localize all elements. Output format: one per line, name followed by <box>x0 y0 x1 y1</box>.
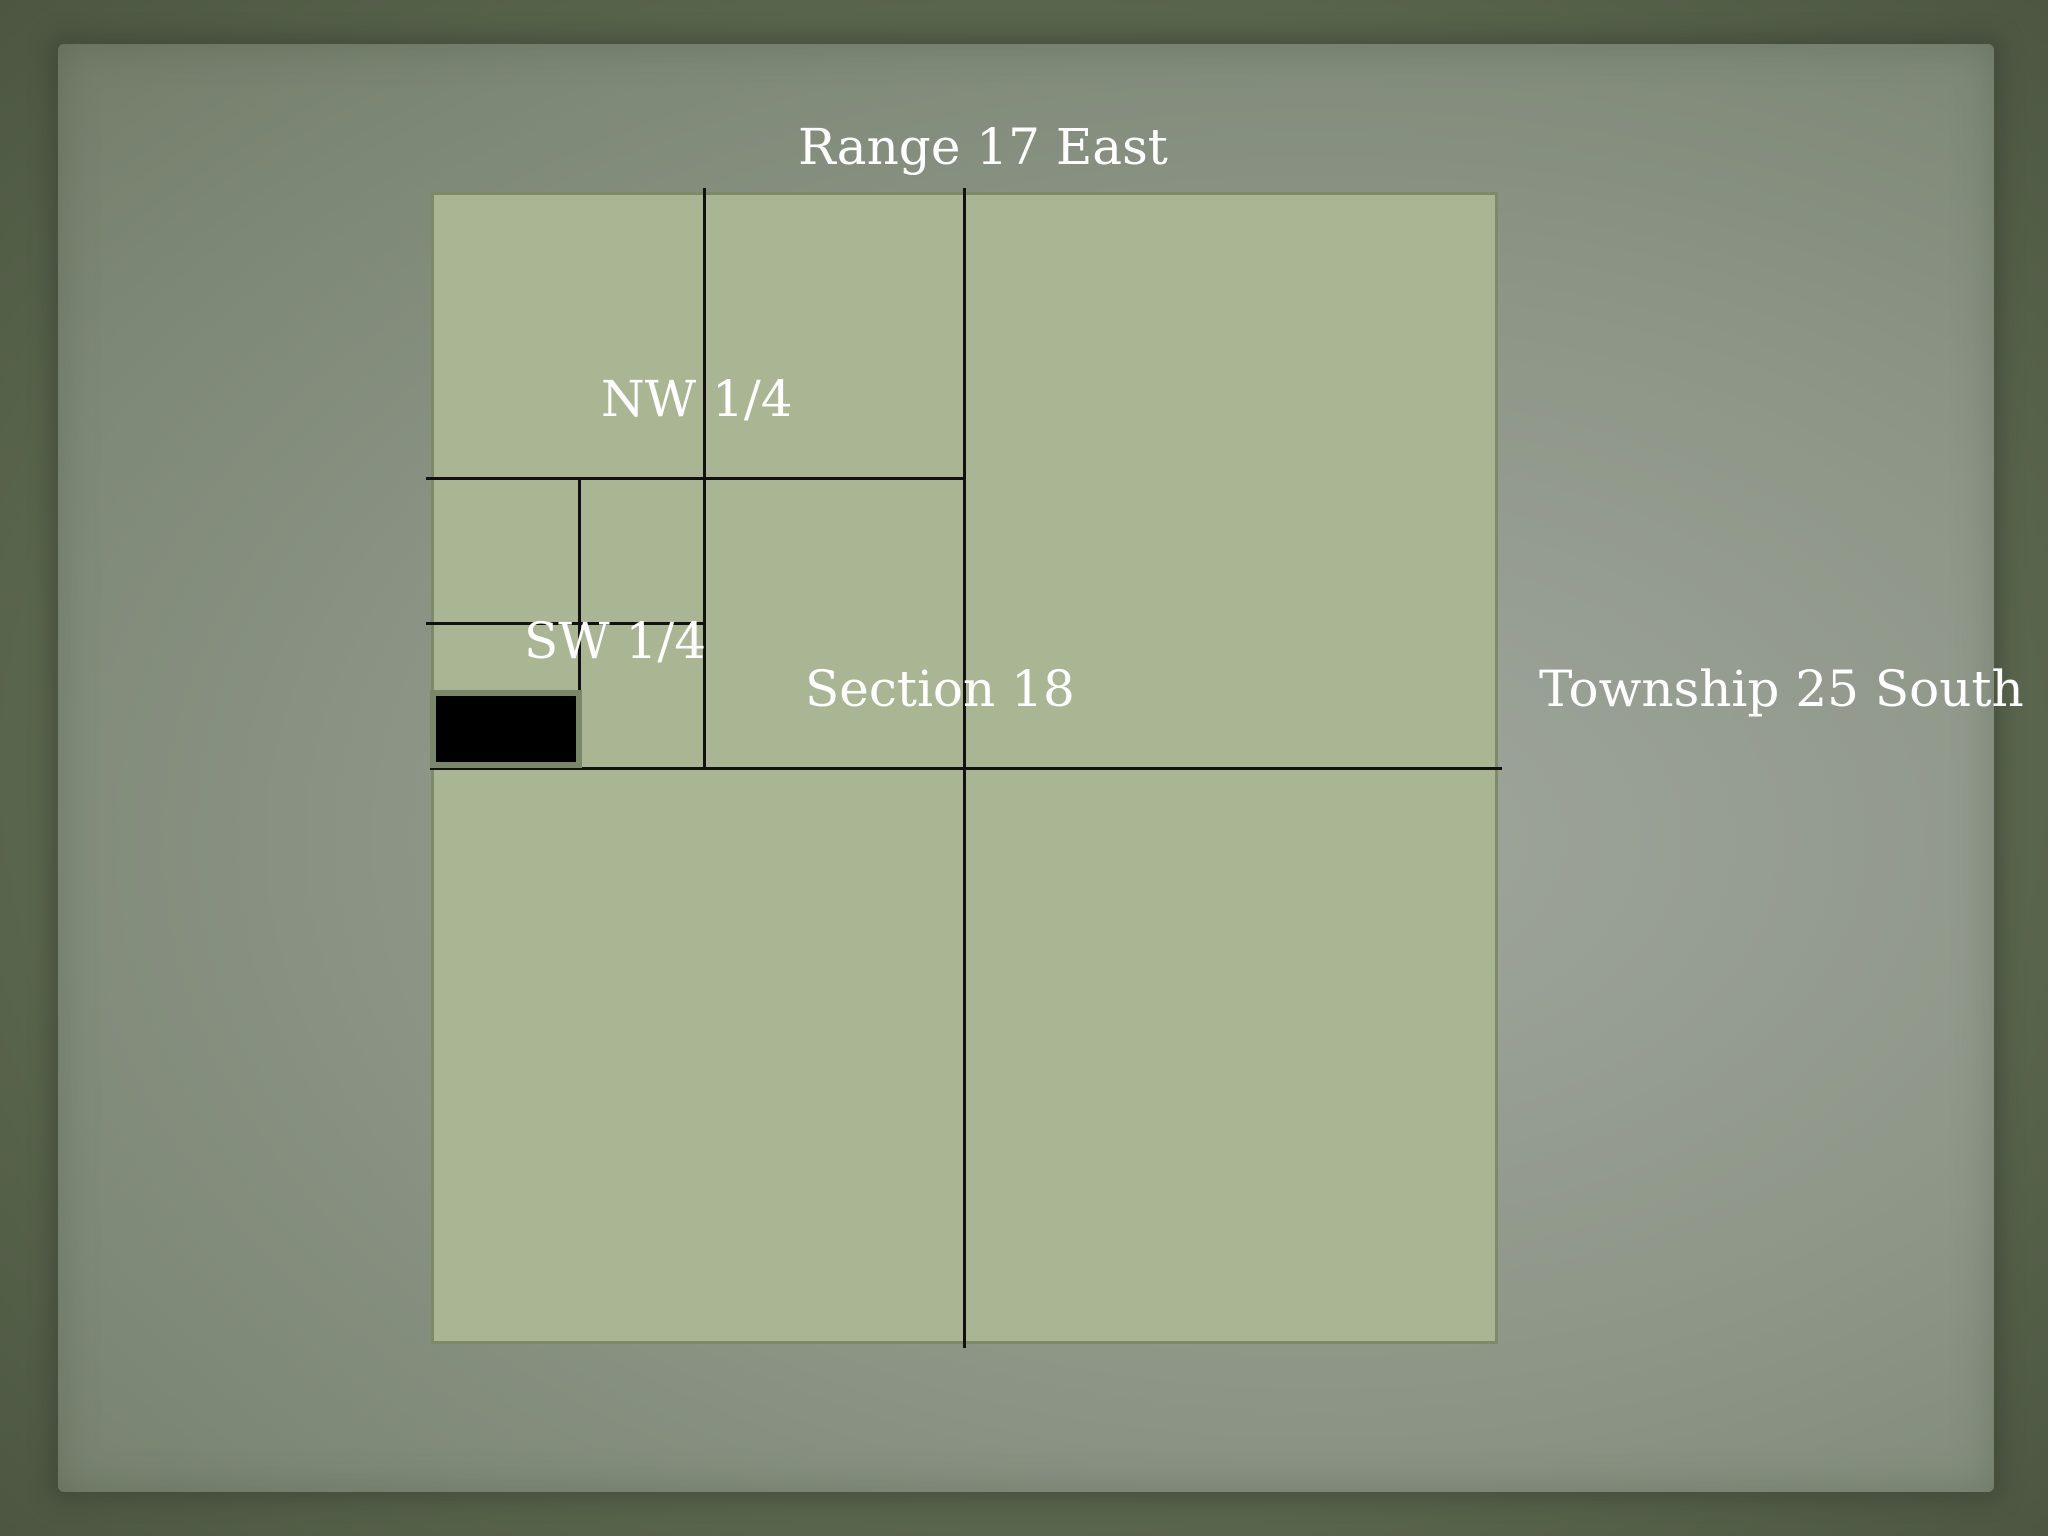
range-label: Range 17 East <box>798 118 1168 176</box>
section-square <box>431 192 1498 1344</box>
section-label: Section 18 <box>805 660 1075 718</box>
sw-quarter-label: SW 1/4 <box>524 612 707 670</box>
highlighted-parcel <box>430 690 582 768</box>
nw-quarter-label: NW 1/4 <box>601 370 793 428</box>
township-label: Township 25 South <box>1539 660 2024 718</box>
